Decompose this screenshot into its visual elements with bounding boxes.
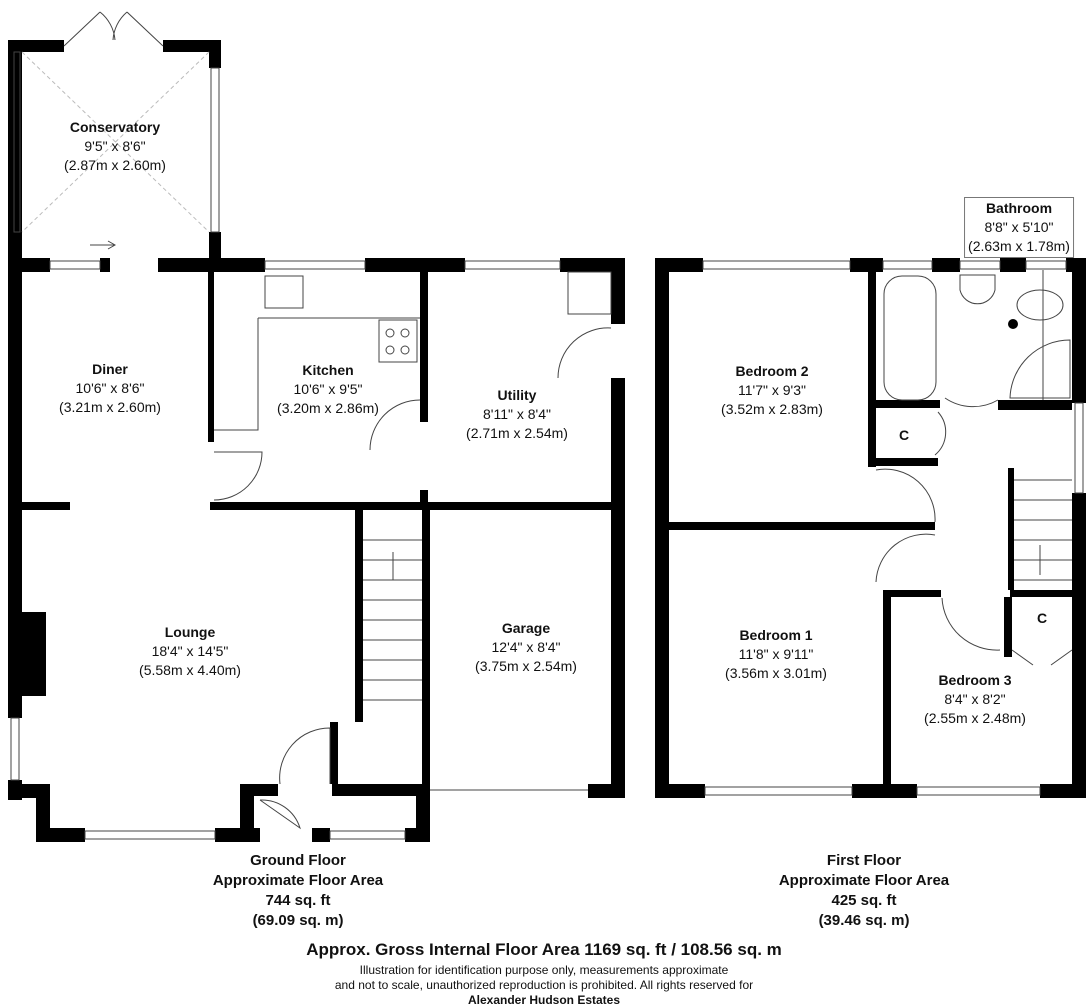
ground-floor-walls [8,40,625,842]
room-diner: Diner 10'6" x 8'6" (3.21m x 2.60m) [59,360,161,417]
room-name: Lounge [164,624,216,640]
room-utility: Utility 8'11" x 8'4" (2.71m x 2.54m) [466,386,568,443]
room-size-imperial: 11'7" x 9'3" [738,382,806,398]
room-size-metric: (2.55m x 2.48m) [924,710,1026,726]
ground-floor-windows-fixtures [10,11,612,840]
room-name: Bedroom 2 [735,363,809,379]
disclaimer: Illustration for identification purpose … [335,963,753,1008]
room-size-imperial: 12'4" x 8'4" [491,639,561,655]
disclaimer-line: Illustration for identification purpose … [359,963,729,977]
floor-area-sqft: 744 sq. ft [265,892,331,909]
room-size-imperial: 9'5" x 8'6" [84,138,146,154]
floor-area-sqft: 425 sq. ft [831,892,897,909]
room-name: Bedroom 3 [938,672,1012,688]
first-floor-walls [655,258,1086,798]
soil-stack-icon [1008,319,1018,329]
room-bedroom-2: Bedroom 2 11'7" x 9'3" (3.52m x 2.83m) [721,362,823,419]
disclaimer-line: and not to scale, unauthorized reproduct… [334,978,754,992]
floor-title: Ground Floor [250,852,346,869]
room-size-imperial: 11'8" x 9'11" [738,646,814,662]
room-name: Kitchen [302,362,354,378]
floor-subtitle: Approximate Floor Area [778,872,950,889]
room-garage: Garage 12'4" x 8'4" (3.75m x 2.54m) [475,619,577,676]
room-size-imperial: 8'8" x 5'10" [984,219,1054,235]
floor-area-sqm: (39.46 sq. m) [818,912,910,929]
room-size-metric: (3.52m x 2.83m) [721,401,823,417]
room-size-imperial: 10'6" x 9'5" [293,381,363,397]
room-size-metric: (3.75m x 2.54m) [475,658,577,674]
room-kitchen: Kitchen 10'6" x 9'5" (3.20m x 2.86m) [277,361,379,418]
cupboard-label: C [1036,610,1048,626]
room-size-imperial: 18'4" x 14'5" [151,643,229,659]
gross-floor-area: Approx. Gross Internal Floor Area 1169 s… [306,940,782,959]
room-name: Utility [497,387,537,403]
room-name: Garage [501,620,551,636]
room-bathroom: Bathroom 8'8" x 5'10" (2.63m x 1.78m) [964,197,1074,258]
room-size-metric: (2.71m x 2.54m) [466,425,568,441]
first-floor-summary: First Floor Approximate Floor Area 425 s… [779,851,949,931]
room-size-metric: (3.21m x 2.60m) [59,399,161,415]
floor-area-sqm: (69.09 sq. m) [252,912,344,929]
floor-subtitle: Approximate Floor Area [212,872,384,889]
room-size-imperial: 8'4" x 8'2" [944,691,1006,707]
cupboard-label: C [898,427,910,443]
room-size-metric: (2.63m x 1.78m) [968,238,1070,254]
room-size-imperial: 8'11" x 8'4" [483,406,551,422]
first-floor-windows-fixtures [702,260,1084,796]
room-name: Bedroom 1 [739,627,813,643]
room-bedroom-1: Bedroom 1 11'8" x 9'11" (3.56m x 3.01m) [725,626,827,683]
room-bedroom-3: Bedroom 3 8'4" x 8'2" (2.55m x 2.48m) [924,671,1026,728]
room-name: Conservatory [69,119,161,135]
room-name: Diner [92,361,128,377]
room-size-metric: (2.87m x 2.60m) [64,157,166,173]
room-size-metric: (3.20m x 2.86m) [277,400,379,416]
room-size-imperial: 10'6" x 8'6" [75,380,145,396]
floor-title: First Floor [826,852,902,869]
agent-name: Alexander Hudson Estates [467,993,621,1007]
room-name: Bathroom [985,200,1053,216]
ground-floor-summary: Ground Floor Approximate Floor Area 744 … [213,851,383,931]
room-lounge: Lounge 18'4" x 14'5" (5.58m x 4.40m) [139,623,241,680]
room-conservatory: Conservatory 9'5" x 8'6" (2.87m x 2.60m) [64,118,166,175]
room-size-metric: (5.58m x 4.40m) [139,662,241,678]
room-size-metric: (3.56m x 3.01m) [725,665,827,681]
